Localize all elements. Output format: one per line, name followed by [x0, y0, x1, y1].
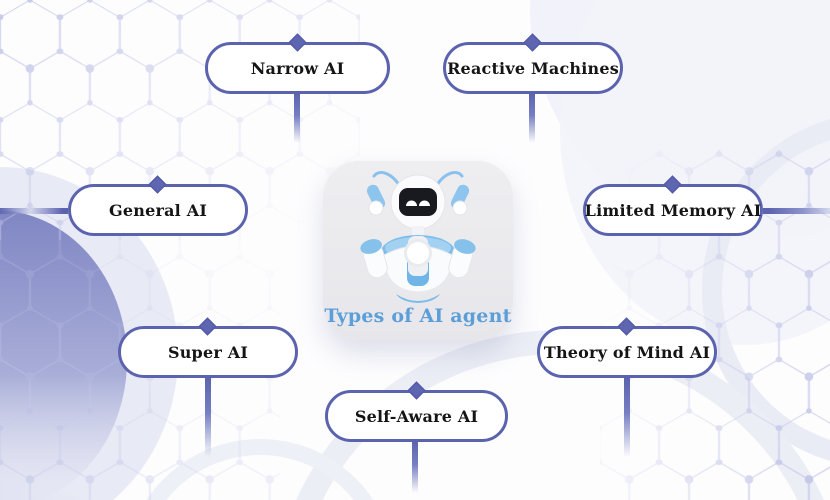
node-general-ai: General AI [68, 175, 248, 236]
node-label: Limited Memory AI [584, 200, 762, 220]
node-label: Reactive Machines [447, 58, 619, 78]
robot-icon [360, 171, 476, 303]
connector-line-super-ai [205, 377, 211, 457]
node-label: Super AI [167, 342, 249, 362]
node-narrow-ai: Narrow AI [205, 33, 390, 94]
center-card: Types of AI agent [323, 160, 513, 340]
node-reactive-machines: Reactive Machines [443, 33, 623, 94]
connector-line-theory [624, 377, 630, 457]
node-self-aware-ai: Self-Aware AI [325, 381, 508, 442]
connector-line-general-ai [0, 208, 68, 214]
connector-line-reactive [529, 93, 535, 143]
node-label: Theory of Mind AI [543, 342, 711, 362]
connector-line-narrow-ai [294, 93, 300, 143]
connector-line-self-aware [412, 441, 418, 493]
node-label: Self-Aware AI [354, 406, 479, 426]
node-limited-memory-ai: Limited Memory AI [583, 175, 763, 236]
node-theory-of-mind-ai: Theory of Mind AI [537, 317, 717, 378]
connector-line-limited [763, 208, 830, 214]
node-label: General AI [109, 200, 207, 220]
node-super-ai: Super AI [118, 317, 298, 378]
diagram-title: Types of AI agent [324, 305, 512, 327]
node-label: Narrow AI [250, 58, 345, 78]
